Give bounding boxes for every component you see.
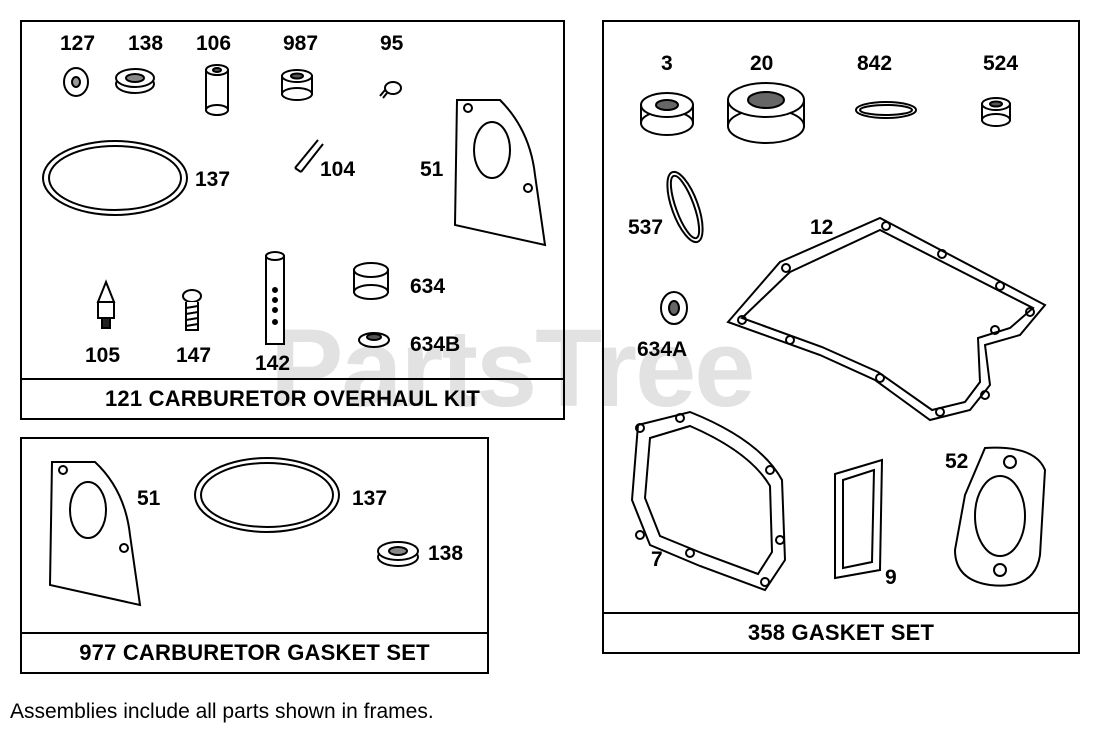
label-537: 537 [628, 216, 664, 239]
label-138: 138 [128, 32, 164, 55]
label-105: 105 [85, 344, 121, 367]
label-12: 12 [810, 216, 834, 239]
label-137-set: 137 [352, 487, 388, 510]
label-987: 987 [283, 32, 319, 55]
part-12-gasket [726, 216, 1047, 422]
part-987-bushing [281, 69, 313, 101]
part-147-screw [182, 289, 202, 331]
gasket-set-frame: 358 GASKET SET [602, 20, 1080, 654]
label-20: 20 [750, 52, 774, 75]
part-95-screw [379, 81, 402, 99]
label-3: 3 [661, 52, 673, 75]
label-842: 842 [857, 52, 893, 75]
part-842-oring [855, 101, 917, 119]
part-634b-washer [358, 332, 390, 348]
part-105-needle [96, 279, 116, 329]
part-9-gasket [834, 458, 884, 580]
label-127: 127 [60, 32, 96, 55]
part-138-seal [115, 68, 155, 94]
overhaul-kit-title: 121 CARBURETOR OVERHAUL KIT [22, 378, 563, 418]
overhaul-kit-frame: 121 CARBURETOR OVERHAUL KIT [20, 20, 565, 420]
part-137-ring [42, 140, 188, 216]
part-51-plate [453, 99, 547, 247]
part-634-bushing [353, 262, 389, 300]
part-127-washer [63, 67, 89, 97]
label-51-set: 51 [137, 487, 161, 510]
part-7-head-gasket [630, 410, 787, 592]
label-51: 51 [420, 158, 444, 181]
part-634a-washer [660, 291, 688, 325]
label-524: 524 [983, 52, 1019, 75]
part-52-gasket [953, 446, 1047, 587]
part-20-seal [727, 82, 805, 144]
part-106-sleeve [205, 64, 229, 116]
part-537-oring [666, 170, 704, 244]
part-524-plug [981, 97, 1011, 127]
carb-gasket-set-title: 977 CARBURETOR GASKET SET [22, 632, 487, 672]
part-51-plate-set [48, 461, 142, 607]
label-142: 142 [255, 352, 291, 375]
label-52: 52 [945, 450, 969, 473]
label-9: 9 [885, 566, 897, 589]
label-106: 106 [196, 32, 232, 55]
label-104: 104 [320, 158, 356, 181]
label-7: 7 [651, 548, 663, 571]
label-634a: 634A [637, 338, 688, 361]
part-138-seal-set [377, 541, 419, 567]
part-3-seal [640, 92, 694, 136]
label-634: 634 [410, 275, 446, 298]
carb-gasket-set-frame: 977 CARBURETOR GASKET SET [20, 437, 489, 674]
part-137-ring-set [194, 457, 340, 533]
part-104-pin [294, 139, 324, 173]
label-138-set: 138 [428, 542, 464, 565]
label-137: 137 [195, 168, 231, 191]
gasket-set-title: 358 GASKET SET [604, 612, 1078, 652]
label-634b: 634B [410, 333, 461, 356]
label-147: 147 [176, 344, 212, 367]
label-95: 95 [380, 32, 404, 55]
watermark: PartsTree [270, 307, 755, 430]
part-142-tube [265, 251, 285, 345]
footnote: Assemblies include all parts shown in fr… [10, 700, 434, 723]
